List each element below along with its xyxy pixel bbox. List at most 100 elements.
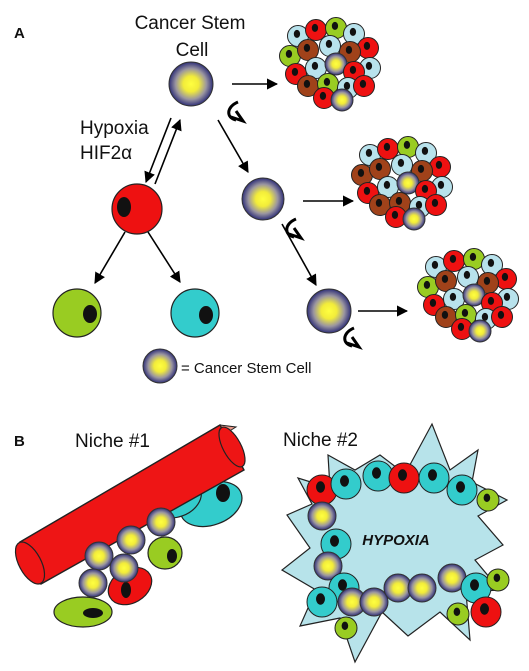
cyan-cell-nucleus xyxy=(199,306,213,324)
cell-nucleus xyxy=(330,535,339,547)
cell-nucleus xyxy=(319,91,327,100)
niche1-stem-cell xyxy=(109,553,139,583)
tumor-stem-cell xyxy=(402,207,426,231)
cell-nucleus xyxy=(461,308,469,317)
arrow-red-to-green xyxy=(94,231,126,284)
arrow-red-to-cyan xyxy=(147,231,181,283)
niche1-green-cell-bottom xyxy=(53,596,113,628)
red-progenitor-cell xyxy=(111,183,163,235)
tumor-cell xyxy=(491,306,513,328)
cell-nucleus xyxy=(391,210,399,219)
niche2-stem-cell xyxy=(359,587,389,617)
niche1-stem-cell xyxy=(84,541,114,571)
self-renewal-arrow-2 xyxy=(285,217,305,241)
cell-nucleus xyxy=(372,467,381,479)
niche2-stem-cell xyxy=(313,551,343,581)
green-differentiated-cell xyxy=(52,288,102,338)
tumor-cluster-2 xyxy=(351,136,453,231)
cell-nucleus xyxy=(428,469,437,481)
cell-nucleus xyxy=(325,39,333,48)
niche2-cell xyxy=(388,462,420,494)
cell-nucleus xyxy=(469,252,477,261)
cell-nucleus xyxy=(403,140,411,149)
cell-nucleus xyxy=(316,481,325,493)
self-renewal-arrows xyxy=(227,100,363,350)
red-cell-nucleus xyxy=(117,197,131,217)
cell-nucleus xyxy=(365,148,373,157)
cell-nucleus xyxy=(487,296,495,305)
cell-nucleus xyxy=(349,27,357,36)
panel-a-label: A xyxy=(14,25,25,42)
tumor-cell xyxy=(357,37,379,59)
cell-nucleus xyxy=(456,481,465,493)
cell-nucleus xyxy=(316,593,325,605)
tumor-cell xyxy=(377,176,399,198)
cell-nucleus xyxy=(417,164,425,173)
cell-nucleus xyxy=(311,61,319,70)
cell-nucleus xyxy=(481,312,489,321)
cell-nucleus xyxy=(470,579,479,591)
tumor-stem-cell xyxy=(468,319,492,343)
tumor-cell xyxy=(297,39,319,61)
panel-a: A Cancer Stem Cell Hypoxia HIF2α xyxy=(14,13,519,384)
niche1-foreground-cells xyxy=(53,536,183,628)
tumor-cell xyxy=(305,19,327,41)
cell-nucleus xyxy=(398,469,407,481)
cell-nucleus xyxy=(359,79,367,88)
arrow-stem-to-stem2 xyxy=(217,119,249,173)
niche1-stem-cell xyxy=(146,507,176,537)
hif2a-label: HIF2α xyxy=(80,143,132,164)
tumor-cell xyxy=(353,75,375,97)
cell-nucleus xyxy=(480,603,489,615)
cell-nucleus xyxy=(501,272,509,281)
cell-nucleus xyxy=(375,162,383,171)
cell-nucleus xyxy=(493,573,501,582)
cell-nucleus xyxy=(383,180,391,189)
second-cancer-stem-cell xyxy=(241,177,285,221)
cell-nucleus xyxy=(340,475,349,487)
cell-nucleus xyxy=(421,184,429,193)
cell-nucleus xyxy=(457,322,465,331)
niche2-cell xyxy=(460,572,492,604)
tumor-cell xyxy=(385,206,407,228)
niche2-cell xyxy=(334,616,358,640)
blood-vessel-end-left xyxy=(14,541,46,585)
tumor-cluster-1 xyxy=(279,17,381,112)
niche2-cell xyxy=(476,488,500,512)
niche2-cell xyxy=(330,468,362,500)
third-cancer-stem-cell xyxy=(306,288,352,334)
niche2-cell xyxy=(486,568,510,592)
cell-nucleus xyxy=(431,260,439,269)
cell-nucleus xyxy=(423,280,431,289)
cell-nucleus xyxy=(349,65,357,74)
cell-nucleus xyxy=(285,49,293,58)
tumor-cell xyxy=(369,158,391,180)
cyan-differentiated-cell xyxy=(170,288,220,338)
cell-nucleus xyxy=(441,274,449,283)
cell-nucleus xyxy=(291,67,299,76)
self-renewal-arrow-3 xyxy=(343,326,363,350)
cell-nucleus xyxy=(421,146,429,155)
tumor-cell xyxy=(305,57,327,79)
cell-nucleus xyxy=(363,41,371,50)
niche2-cell xyxy=(362,460,394,492)
tumor-cell xyxy=(325,17,347,39)
tumor-cell xyxy=(463,248,485,270)
cell-nucleus xyxy=(363,186,371,195)
tumor-cell xyxy=(495,268,517,290)
cell-nucleus xyxy=(483,493,491,502)
top-stem-cell-title-line1: Cancer Stem xyxy=(135,13,246,34)
cell-nucleus xyxy=(293,29,301,38)
niche1-stem-cells xyxy=(78,507,176,598)
tumor-cell xyxy=(313,87,335,109)
blood-vessel-end-right xyxy=(218,426,246,468)
niche1-stem-cell xyxy=(78,568,108,598)
cell-nucleus xyxy=(303,43,311,52)
green-cell-nucleus xyxy=(83,305,97,323)
niche2-cell xyxy=(446,602,470,626)
niche2-cell xyxy=(470,596,502,628)
blood-vessel xyxy=(14,424,246,585)
niche2-cell xyxy=(446,474,478,506)
tumor-cell xyxy=(435,306,457,328)
